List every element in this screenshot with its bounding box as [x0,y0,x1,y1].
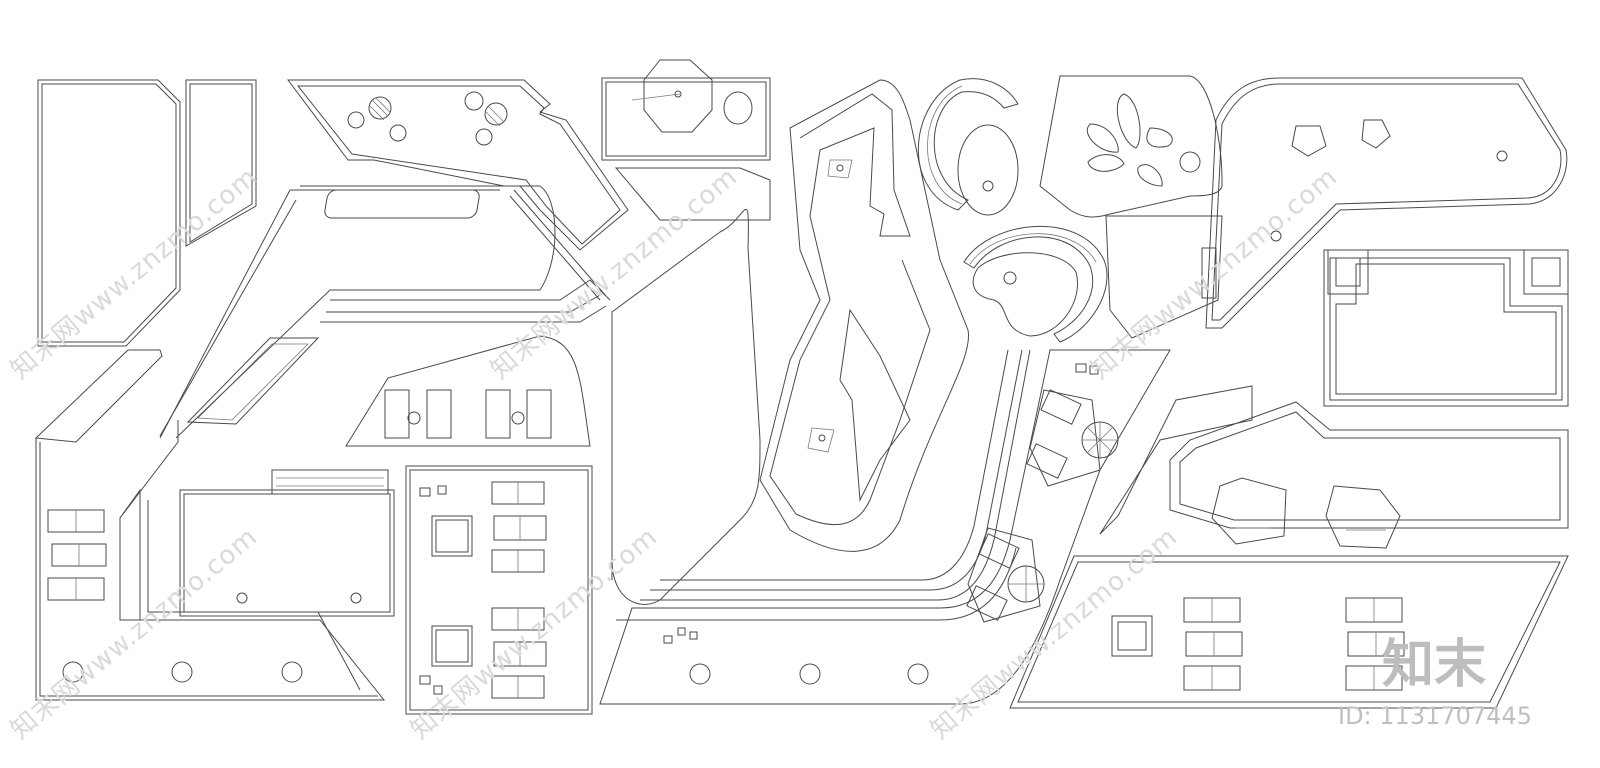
trees-left-row [63,662,302,682]
arc-seating-upper [918,79,1018,215]
arc-seating-lower [964,226,1107,342]
umbrella-seating-lower [967,528,1044,622]
hex-pavilions-terrace [1100,386,1568,548]
pool-right [1324,250,1568,406]
round-shrubs [348,92,507,145]
watermark-text: 知末网www.znzmo.com [1085,162,1343,386]
central-lawn [612,209,760,604]
courtyard-seating [406,466,592,714]
plaza-paths-left [36,186,610,700]
plaza-bottom-right [1010,556,1568,708]
watermark-text: 知末网www.znzmo.com [925,522,1183,746]
umbrella-seating-upper [1027,364,1118,486]
watermark-text: 知末网www.znzmo.com [405,522,663,746]
planter-bed-narrow [186,80,256,246]
trees-center-row [664,628,928,684]
petal-plaza [1040,76,1222,217]
id-label: ID: 1131707445 [1338,702,1532,730]
planter-right-top [1206,78,1567,328]
sunbed-deck [346,336,590,446]
sunbeds [385,390,551,438]
watermark-text: 知末网www.znzmo.com [5,522,263,746]
sofa-set-left [48,510,106,600]
bench-slab-left [36,350,162,442]
planter-bench-small [1202,248,1216,298]
bench-slab-top [324,190,481,218]
brand-watermark: 知末 [1382,635,1486,695]
watermark-text: 知末网www.znzmo.com [5,162,263,386]
planter-wedge-top [616,168,770,220]
pool-left [180,470,394,616]
bench-slab-mid [188,338,318,424]
planter-bed-left [38,80,180,346]
watermark-layer: 知末网www.znzmo.com 知末网www.znzmo.com 知末网www… [5,162,1532,746]
planter-diamond [1106,216,1222,338]
curved-walkway [600,350,1170,704]
gazebo-deck [602,60,770,160]
planter-diagonal-shrubs [288,80,628,250]
watermark-text: 知末网www.znzmo.com [485,162,743,386]
winding-water-feature [760,80,969,551]
